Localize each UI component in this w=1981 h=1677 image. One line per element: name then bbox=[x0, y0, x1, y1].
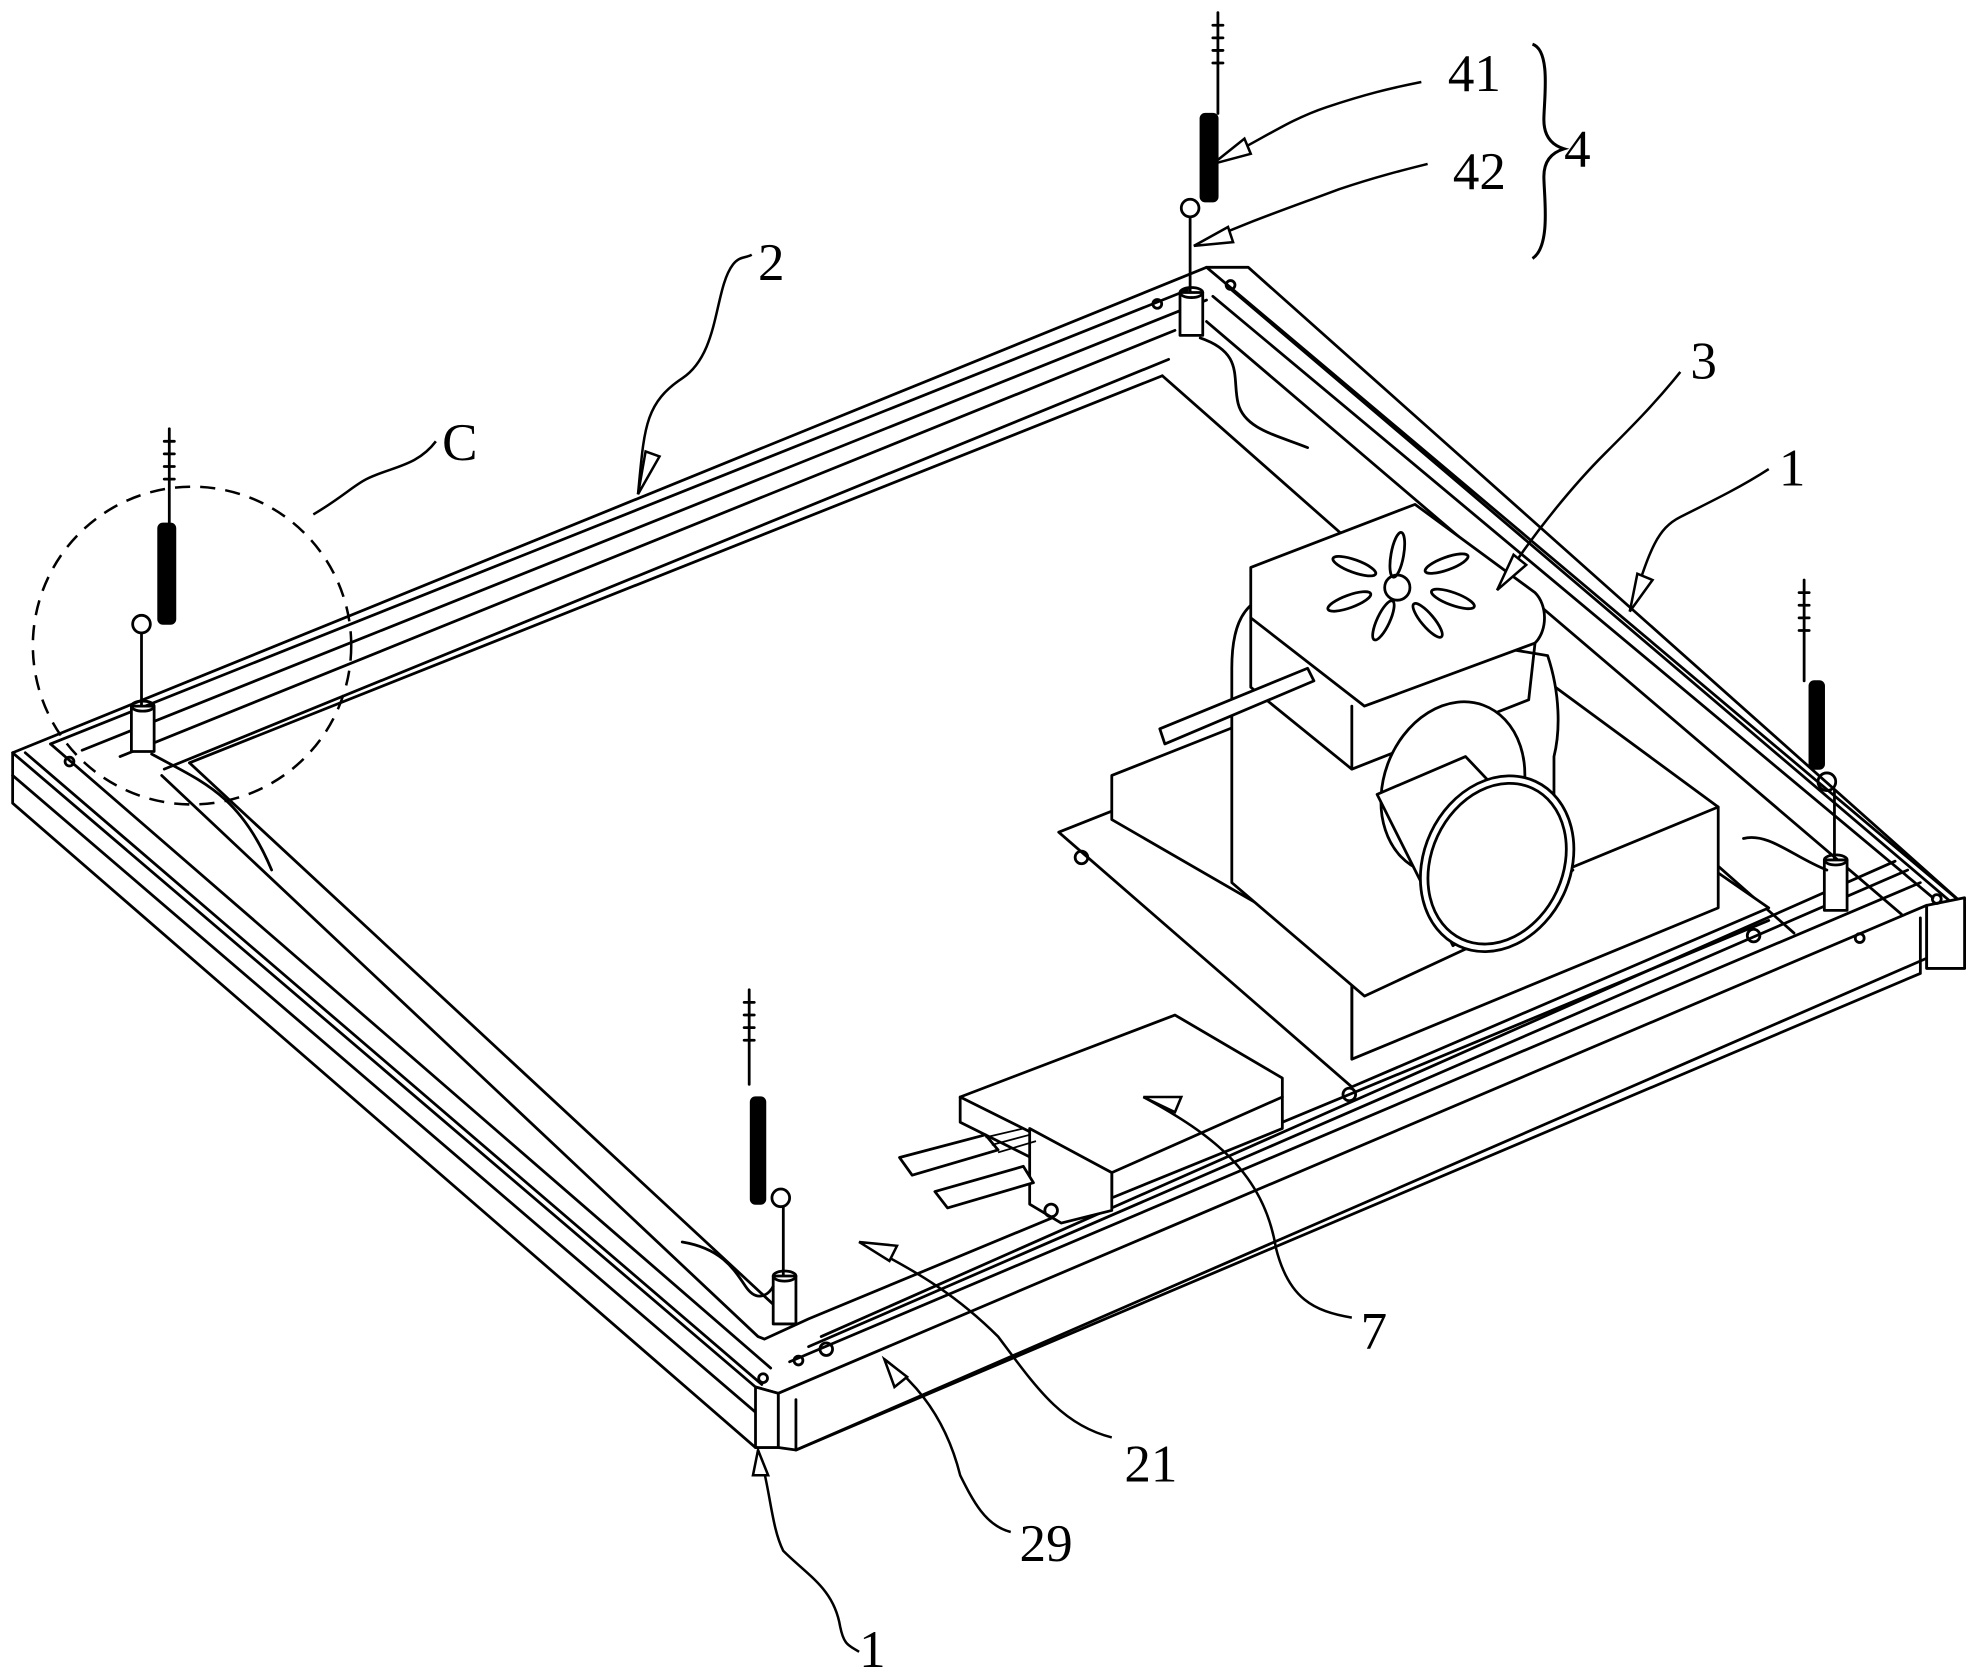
mount-post bbox=[1180, 293, 1203, 336]
leader-1-right bbox=[1630, 469, 1769, 611]
label-1-right: 1 bbox=[1779, 439, 1806, 497]
brace-4 bbox=[1532, 44, 1564, 258]
leader-c bbox=[313, 441, 436, 514]
hook-eye bbox=[133, 615, 151, 633]
blower-unit bbox=[1059, 504, 1769, 1100]
arrow-29 bbox=[884, 1359, 907, 1387]
wire-lead bbox=[935, 1166, 1034, 1208]
mount-post bbox=[773, 1276, 796, 1324]
label-c: C bbox=[442, 414, 477, 472]
wire-lead bbox=[900, 1135, 999, 1175]
screw-hole bbox=[1226, 281, 1235, 290]
spring-hanger bbox=[1809, 681, 1824, 769]
mount-post bbox=[1824, 860, 1847, 910]
arrow-41 bbox=[1213, 139, 1251, 164]
arrow-1-right bbox=[1630, 574, 1653, 612]
cable bbox=[152, 754, 272, 870]
label-2: 2 bbox=[758, 234, 785, 292]
label-42: 42 bbox=[1453, 143, 1506, 201]
mount-post bbox=[131, 706, 154, 751]
cable bbox=[682, 1242, 773, 1296]
arrow-1-bottom bbox=[753, 1450, 768, 1475]
screw-hole bbox=[759, 1374, 768, 1383]
screw-hole bbox=[794, 1356, 803, 1365]
leader-1-bottom bbox=[758, 1450, 859, 1652]
spring-hanger-41 bbox=[1200, 113, 1218, 201]
hanger-back-right bbox=[1180, 13, 1308, 448]
label-3: 3 bbox=[1690, 332, 1717, 390]
label-29: 29 bbox=[1020, 1515, 1073, 1573]
driver-box bbox=[900, 1015, 1283, 1223]
hanger-right bbox=[1743, 580, 1847, 910]
screw-hole bbox=[1153, 299, 1162, 308]
label-1-bottom: 1 bbox=[859, 1621, 886, 1677]
screw-hole bbox=[1855, 934, 1864, 943]
corner-block-right bbox=[1927, 898, 1965, 969]
hook-eye bbox=[1181, 199, 1199, 217]
spring-hanger bbox=[750, 1097, 765, 1204]
hook-eye bbox=[772, 1189, 790, 1207]
rail-left-front bbox=[13, 753, 779, 1448]
label-4: 4 bbox=[1564, 120, 1591, 178]
label-41: 41 bbox=[1448, 45, 1501, 103]
label-21: 21 bbox=[1124, 1436, 1177, 1494]
arrow-42 bbox=[1194, 227, 1233, 246]
corner-block-front bbox=[756, 1387, 779, 1448]
rail-back bbox=[51, 290, 1207, 769]
screw-hole bbox=[1932, 895, 1941, 904]
arrow-21 bbox=[859, 1242, 897, 1261]
label-7: 7 bbox=[1361, 1303, 1388, 1361]
cable bbox=[1743, 838, 1826, 871]
spring-hanger bbox=[158, 523, 176, 624]
